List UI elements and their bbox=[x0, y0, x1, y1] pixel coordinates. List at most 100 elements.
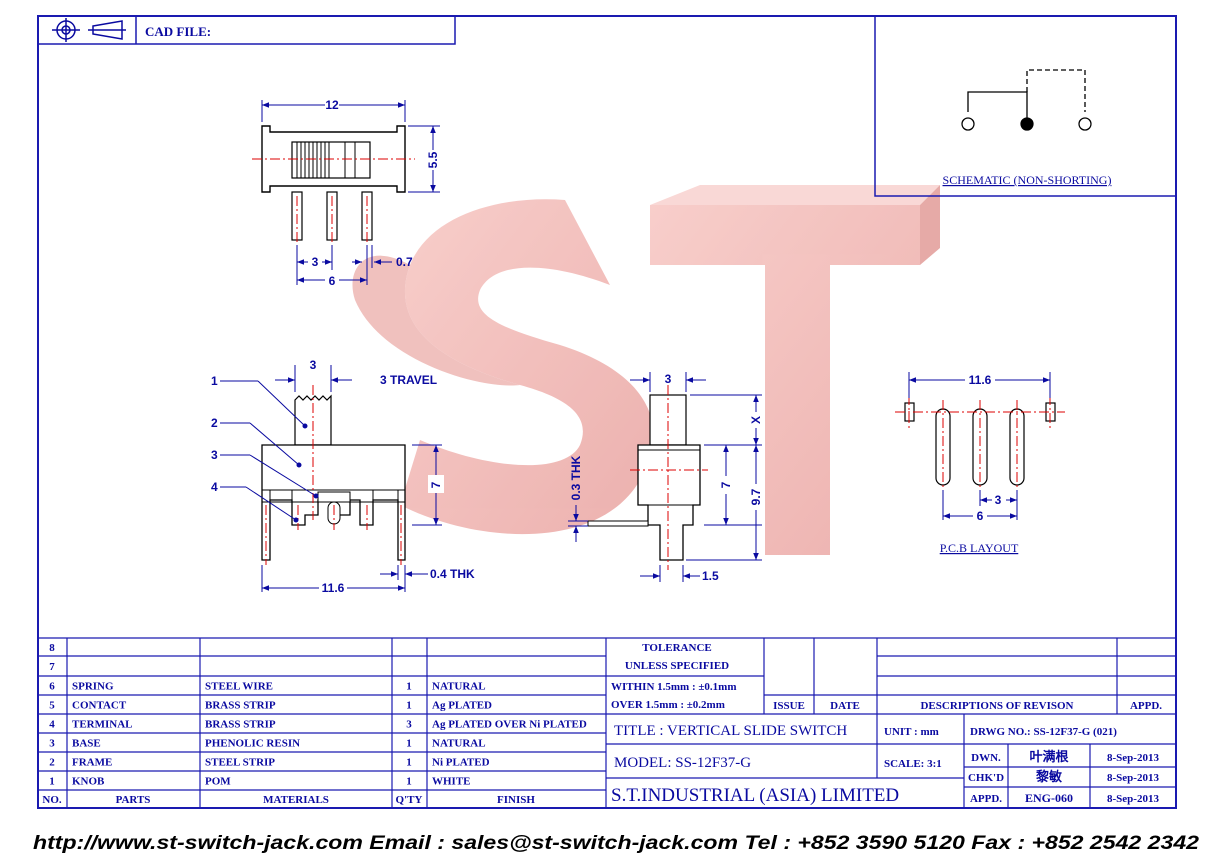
chk-label: CHK'D bbox=[968, 772, 1004, 784]
bom-cell-material: STEEL WIRE bbox=[205, 681, 273, 693]
bom-cell-no: 6 bbox=[49, 681, 55, 693]
bom-cell-part: FRAME bbox=[72, 757, 112, 769]
bom-cell-no: 7 bbox=[49, 661, 55, 673]
dim-side-x: X bbox=[749, 416, 763, 424]
watermark-letter-s-shade bbox=[352, 255, 520, 386]
dim-side-pin: 1.5 bbox=[702, 569, 719, 583]
bom-header-materials: MATERIALS bbox=[263, 794, 329, 806]
dim-front-travel: 3 TRAVEL bbox=[380, 373, 437, 387]
bom-header-parts: PARTS bbox=[116, 794, 151, 806]
watermark-letter-t-top bbox=[650, 185, 940, 205]
bom-cell-part: BASE bbox=[72, 738, 101, 750]
dim-side-total: 9.7 bbox=[749, 488, 763, 505]
bom-cell-no: 3 bbox=[49, 738, 55, 750]
dim-front-thk: 0.4 THK bbox=[430, 567, 475, 581]
dim-pcb-span: 6 bbox=[977, 509, 984, 523]
scale: SCALE: 3:1 bbox=[884, 758, 942, 770]
bom-cell-material: PHENOLIC RESIN bbox=[205, 738, 300, 750]
dim-top-pin: 0.7 bbox=[396, 255, 413, 269]
side-view: 3 X 7 9.7 0.3 THK 1.5 bbox=[568, 372, 763, 583]
schematic-box: SCHEMATIC (NON-SHORTING) bbox=[874, 15, 1177, 197]
bom-cell-material: BRASS STRIP bbox=[205, 719, 276, 731]
bom-header-qty: Q'TY bbox=[396, 794, 423, 806]
bom-cell-finish: WHITE bbox=[432, 776, 471, 788]
callout-2: 2 bbox=[211, 416, 218, 430]
drawing-title: TITLE : VERTICAL SLIDE SWITCH bbox=[614, 723, 847, 739]
bom-cell-no: 2 bbox=[49, 757, 55, 769]
bom-header-no: NO. bbox=[42, 794, 62, 806]
dim-side-thk: 0.3 THK bbox=[569, 455, 583, 500]
top-view: 12 5.5 3 6 0.7 bbox=[252, 96, 441, 288]
third-angle-projection-icon bbox=[52, 18, 126, 42]
bom-cell-qty: 1 bbox=[406, 776, 412, 788]
dim-front-knob: 3 bbox=[310, 358, 317, 372]
bom-cell-finish: NATURAL bbox=[432, 738, 486, 750]
cad-file-label: CAD FILE: bbox=[145, 24, 211, 39]
dim-top-pitch: 3 bbox=[312, 255, 319, 269]
dim-pcb-pitch: 3 bbox=[995, 493, 1002, 507]
callout-3: 3 bbox=[211, 448, 218, 462]
bom-cell-no: 8 bbox=[49, 642, 55, 654]
front-view: 1 2 3 4 3 3 TRAVEL 7 11.6 0.4 THK bbox=[211, 358, 475, 595]
bom-cell-material: STEEL STRIP bbox=[205, 757, 275, 769]
bom-cell-part: CONTACT bbox=[72, 700, 127, 712]
appd-date: 8-Sep-2013 bbox=[1107, 793, 1159, 805]
header-box: CAD FILE: bbox=[37, 15, 456, 45]
pcb-caption: P.C.B LAYOUT bbox=[940, 541, 1019, 555]
bom-cell-material: BRASS STRIP bbox=[205, 700, 276, 712]
dim-top-span: 6 bbox=[329, 274, 336, 288]
dim-front-width: 11.6 bbox=[322, 581, 345, 595]
bom-cell-qty: 1 bbox=[406, 757, 412, 769]
bom-cell-part: KNOB bbox=[72, 776, 105, 788]
bom-header-finish: FINISH bbox=[497, 794, 535, 806]
callout-4: 4 bbox=[211, 480, 218, 494]
bom-cell-no: 1 bbox=[49, 776, 55, 788]
schematic-symbol bbox=[961, 69, 1092, 131]
bom-cell-finish: Ag PLATED bbox=[432, 700, 492, 712]
title-block: TOLERANCE UNLESS SPECIFIED WITHIN 1.5mm … bbox=[606, 637, 1176, 808]
st-watermark bbox=[352, 185, 940, 555]
watermark-letter-t-side bbox=[920, 185, 940, 265]
watermark-letter-s bbox=[400, 199, 654, 535]
dim-side-height: 7 bbox=[719, 481, 733, 488]
dwn-label: DWN. bbox=[971, 752, 1001, 764]
tolerance-over: OVER 1.5mm : ±0.2mm bbox=[611, 699, 725, 711]
dim-front-height: 7 bbox=[429, 481, 443, 488]
schematic-caption: SCHEMATIC (NON-SHORTING) bbox=[943, 173, 1112, 187]
bom-cell-material: POM bbox=[205, 776, 231, 788]
bom-cell-finish: NATURAL bbox=[432, 681, 486, 693]
pcb-layout: 11.6 3 6 P.C.B LAYOUT bbox=[895, 372, 1065, 555]
bom-cell-no: 4 bbox=[49, 719, 55, 731]
dim-side-knob: 3 bbox=[665, 372, 672, 386]
dim-pcb-width: 11.6 bbox=[969, 373, 992, 387]
dim-top-height: 5.5 bbox=[426, 151, 440, 168]
bom-cell-qty: 1 bbox=[406, 681, 412, 693]
revision-issue: ISSUE bbox=[773, 700, 805, 712]
bom-cell-finish: Ag PLATED OVER Ni PLATED bbox=[432, 719, 587, 731]
revision-desc: DESCRIPTIONS OF REVISON bbox=[920, 700, 1073, 712]
tolerance-line2: UNLESS SPECIFIED bbox=[625, 660, 729, 672]
callout-1: 1 bbox=[211, 374, 218, 388]
revision-appd: APPD. bbox=[1130, 700, 1162, 712]
dim-top-width: 12 bbox=[325, 98, 339, 112]
bom-cell-no: 5 bbox=[49, 700, 55, 712]
drawing-number: DRWG NO.: SS-12F37-G (021) bbox=[970, 726, 1117, 738]
bom-cell-part: TERMINAL bbox=[72, 719, 133, 731]
watermark-letter-t bbox=[650, 205, 920, 555]
chk-name: 黎敏 bbox=[1036, 769, 1063, 784]
tolerance-within: WITHIN 1.5mm : ±0.1mm bbox=[611, 681, 737, 693]
dwn-date: 8-Sep-2013 bbox=[1107, 752, 1159, 764]
footer-contact: http://www.st-switch-jack.com Email : sa… bbox=[33, 833, 1200, 854]
bom-cell-part: SPRING bbox=[72, 681, 114, 693]
sheet-frame bbox=[37, 15, 1177, 809]
chk-date: 8-Sep-2013 bbox=[1107, 772, 1159, 784]
unit: UNIT : mm bbox=[884, 726, 939, 738]
bom-cell-qty: 1 bbox=[406, 700, 412, 712]
tolerance-line1: TOLERANCE bbox=[642, 642, 711, 654]
bom-cell-finish: Ni PLATED bbox=[432, 757, 490, 769]
bom-cell-qty: 3 bbox=[406, 719, 412, 731]
company-name: S.T.INDUSTRIAL (ASIA) LIMITED bbox=[611, 785, 899, 806]
